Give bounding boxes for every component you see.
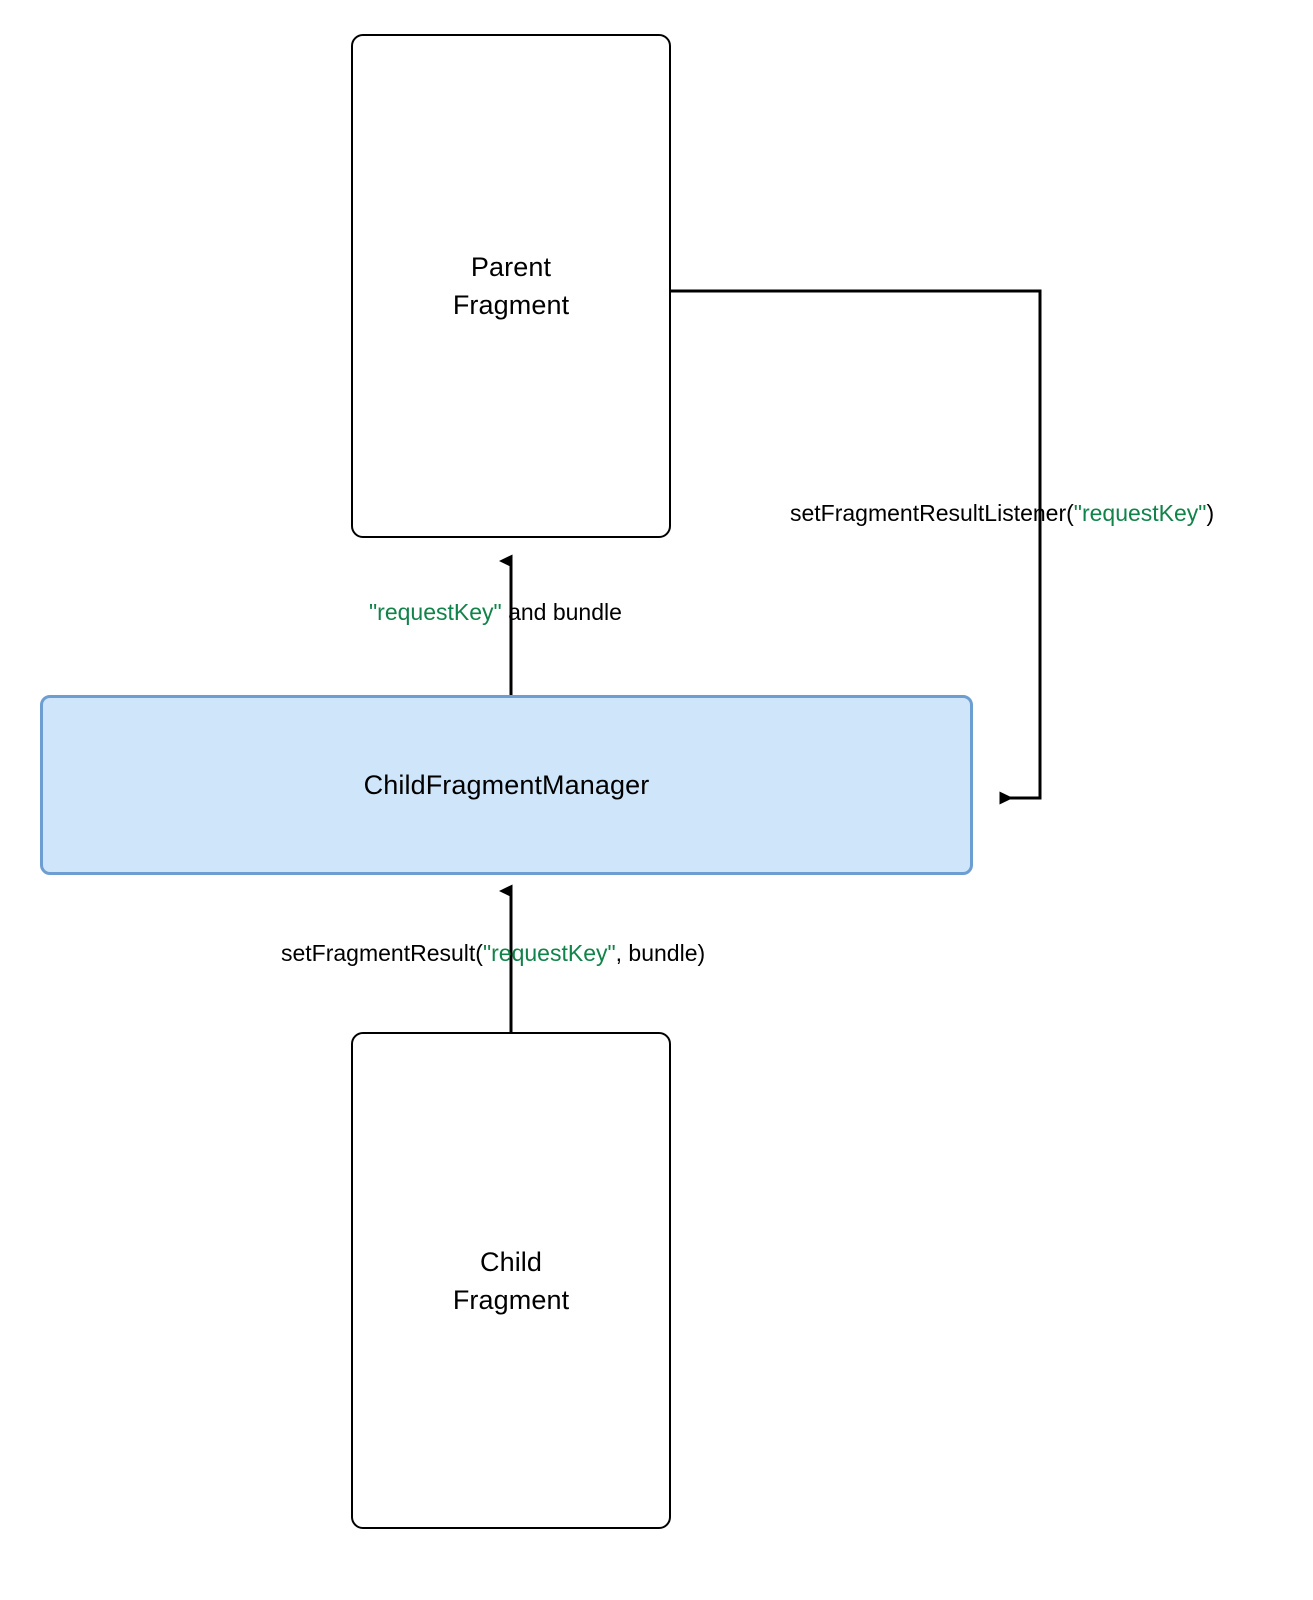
label-text: setFragmentResultListener(: [790, 500, 1074, 526]
label-text: setFragmentResult(: [281, 940, 483, 966]
node-parent-fragment[interactable]: Parent Fragment: [351, 34, 671, 538]
node-child-fragment-label: Child Fragment: [452, 1246, 570, 1315]
label-text: , bundle): [615, 940, 706, 966]
label-text: ): [1206, 500, 1215, 526]
node-child-fragment[interactable]: Child Fragment: [351, 1032, 671, 1529]
request-key-token: "requestKey": [482, 940, 616, 966]
request-key-token: "requestKey": [369, 599, 502, 625]
label-text: and bundle: [501, 599, 622, 625]
node-child-fragment-manager-label: ChildFragmentManager: [363, 770, 650, 800]
node-child-fragment-manager[interactable]: ChildFragmentManager: [40, 695, 973, 875]
edge-label-child-to-manager: setFragmentResult("requestKey", bundle): [281, 939, 705, 967]
node-parent-fragment-label: Parent Fragment: [452, 252, 570, 320]
edge-label-parent-to-manager: setFragmentResultListener("requestKey"): [790, 499, 1214, 527]
edge-label-manager-to-parent: "requestKey" and bundle: [369, 598, 622, 626]
request-key-token: "requestKey": [1073, 500, 1207, 526]
